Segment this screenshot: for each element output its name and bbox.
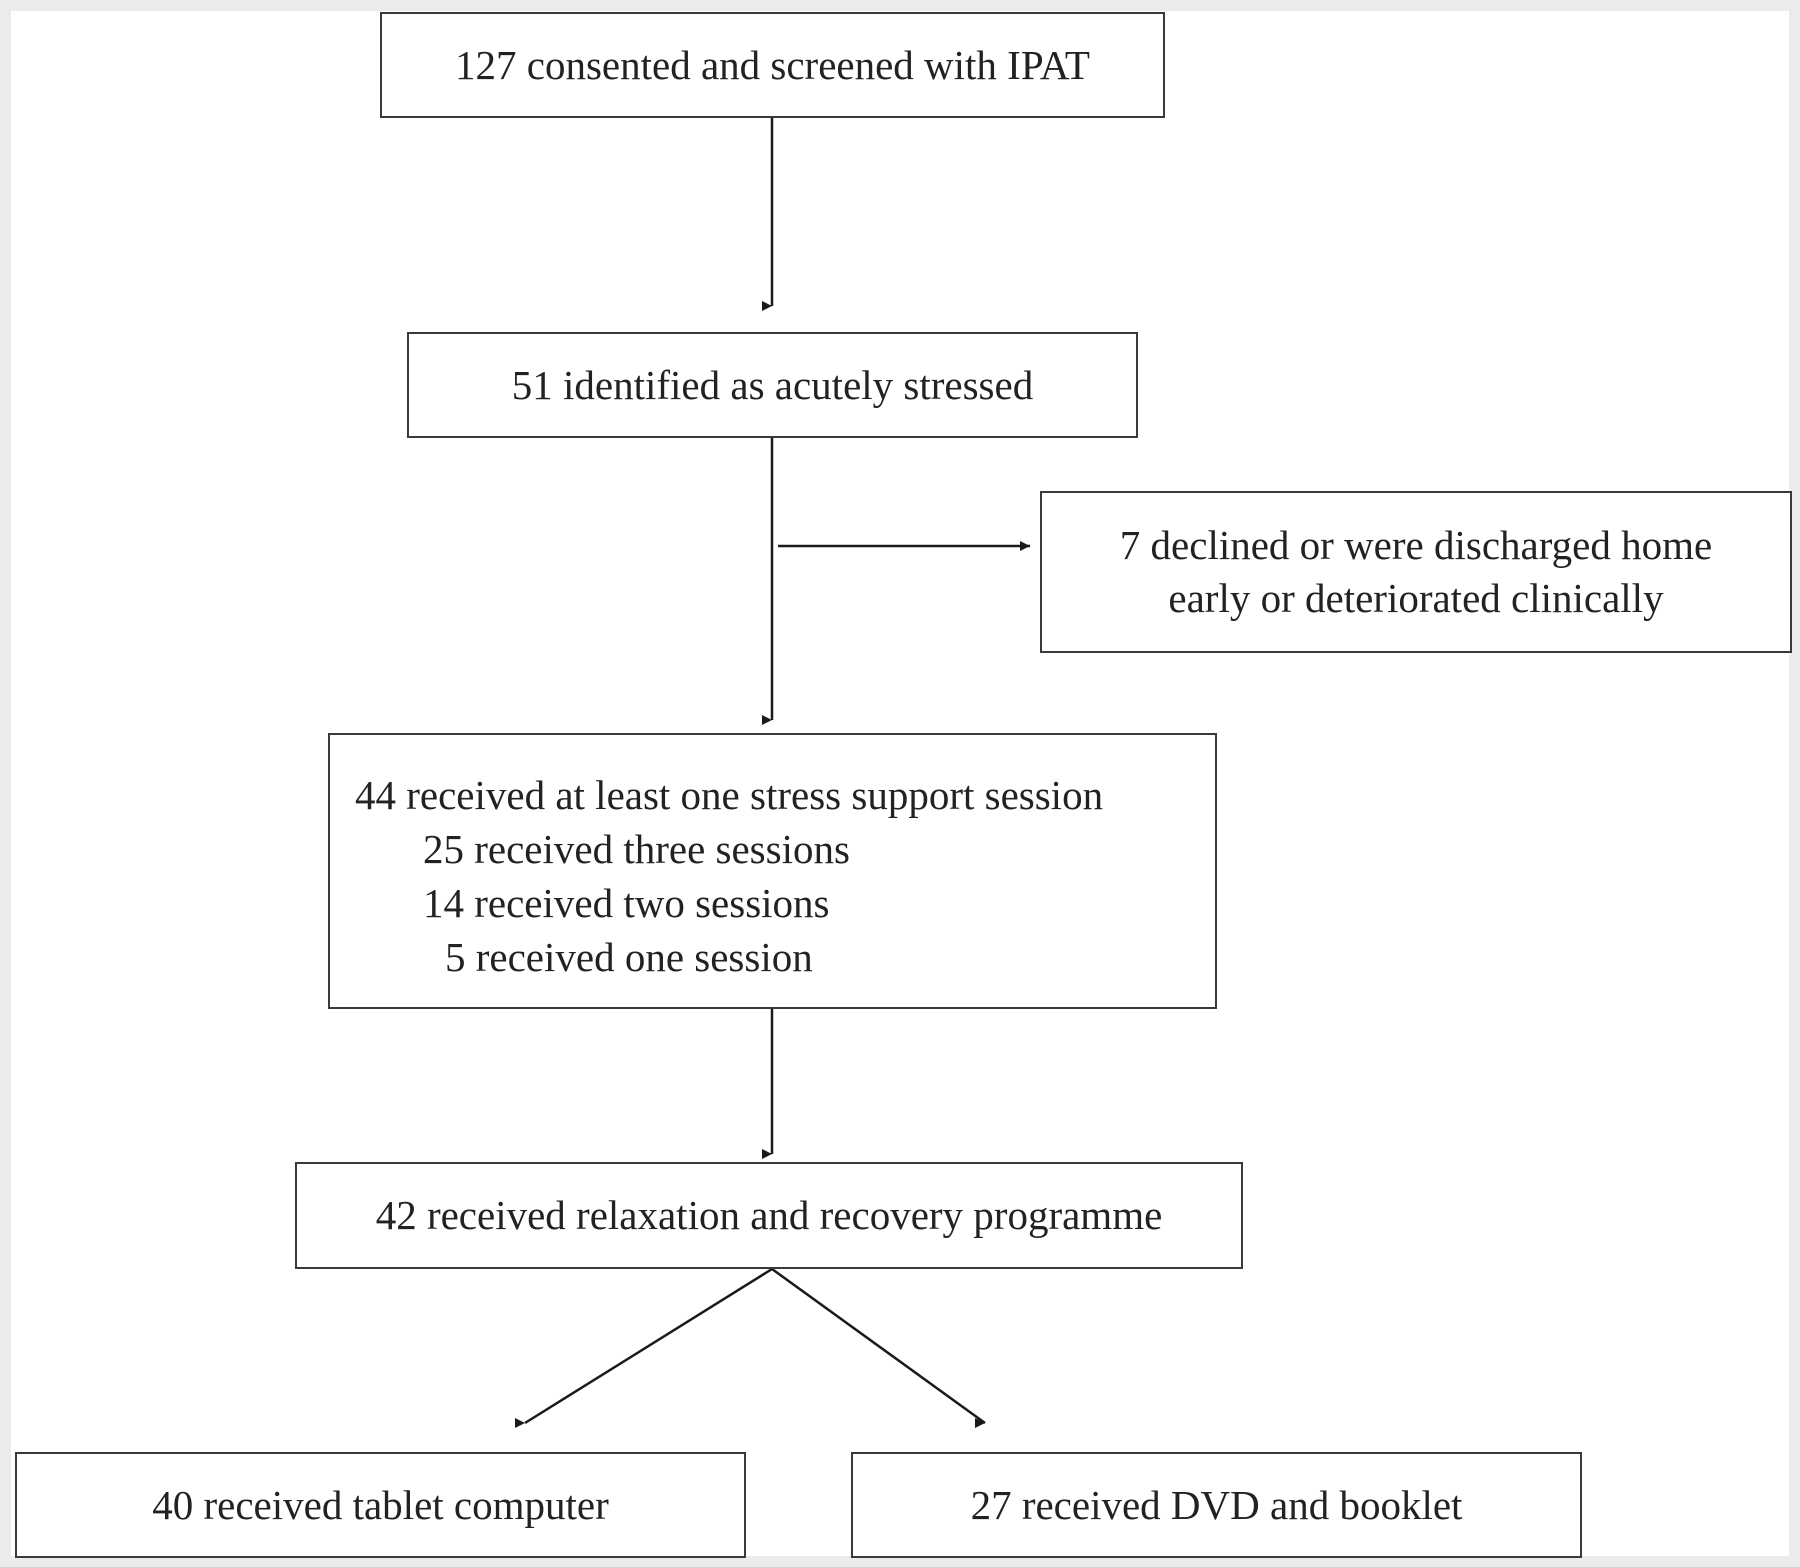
node-support-text-one-session: 5 received one session [445,934,813,980]
node-relax-text: 42 received relaxation and recovery prog… [375,1192,1163,1238]
node-relaxation-programme: 42 received relaxation and recovery prog… [295,1162,1243,1269]
node-consented-screened: 127 consented and screened with IPAT [380,12,1165,118]
node-dvd-booklet: 27 received DVD and booklet [851,1452,1582,1558]
node-dvd-text: 27 received DVD and booklet [970,1481,1463,1528]
node-declined-text-line-1: 7 declined or were discharged home [1119,522,1713,568]
arrow-relax-to-tablet [515,1267,773,1428]
node-stressed-text: 51 identified as acutely stressed [511,361,1034,408]
node-tablet-text: 40 received tablet computer [152,1481,609,1528]
node-support-text-total: 44 received at least one stress support … [355,772,1104,818]
node-acutely-stressed: 51 identified as acutely stressed [407,332,1138,438]
node-support-text-two-sessions: 14 received two sessions [423,880,830,926]
node-declined-discharged: 7 declined or were discharged home early… [1040,491,1792,653]
node-stress-support-sessions: 44 received at least one stress support … [328,733,1217,1009]
node-consented-text: 127 consented and screened with IPAT [455,41,1090,88]
node-tablet-computer: 40 received tablet computer [15,1452,746,1558]
arrow-relax-to-dvd [771,1267,986,1428]
node-declined-text-line-2: early or deteriorated clinically [1168,575,1664,621]
node-support-text-three-sessions: 25 received three sessions [423,826,850,872]
